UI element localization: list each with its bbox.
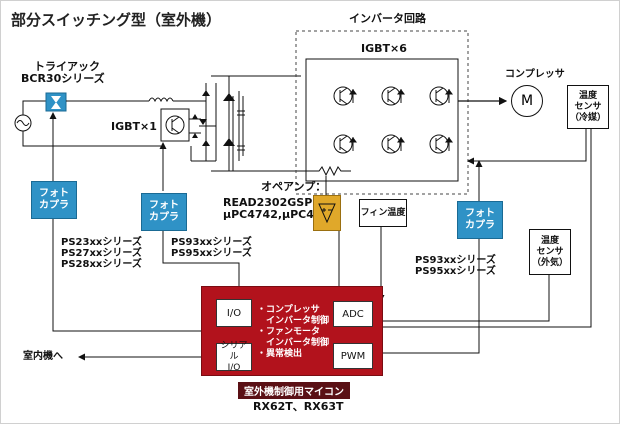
mcu-feature-item: ・異常検出 [257, 349, 303, 359]
series-right-item: PS95xxシリーズ [415, 266, 496, 277]
series-right-item: PS93xxシリーズ [415, 255, 496, 266]
opamp-part-2: μPC4742,μPC4744 [223, 208, 337, 221]
fin-temp-box: フィン温度 [359, 199, 407, 227]
series-middle-item: PS93xxシリーズ [171, 237, 252, 248]
inverter-title: インバータ回路 [349, 12, 426, 25]
inductor-icon [148, 97, 174, 103]
triac-part: BCR30シリーズ [21, 72, 105, 85]
photocoupler-middle: フォト カプラ [141, 193, 187, 231]
triac-name: トライアック [34, 60, 100, 73]
igbt1-symbol-icon [160, 108, 190, 142]
opamp-part-1: READ2302GSP [223, 196, 313, 209]
series-right: PS93xxシリーズ PS95xxシリーズ [415, 255, 496, 277]
series-left-item: PS27xxシリーズ [61, 248, 142, 259]
opamp-label: オペアンプ： [261, 180, 327, 193]
series-middle: PS93xxシリーズ PS95xxシリーズ [171, 237, 252, 259]
inverter-region [295, 30, 469, 195]
igbt6-module [305, 58, 459, 182]
photocoupler-left: フォト カプラ [31, 181, 77, 219]
mcu-feature-item: ・コンプレッサ [257, 305, 320, 315]
mcu-feature-item: インバータ制御 [257, 338, 330, 348]
series-middle-item: PS95xxシリーズ [171, 248, 252, 259]
temp-sensor-refrigerant: 温度 センサ （冷媒） [567, 85, 609, 129]
temp-sensor-outdoor: 温度 センサ （外気） [529, 229, 571, 275]
mcu-pwm: PWM [333, 343, 373, 369]
series-left: PS23xxシリーズ PS27xxシリーズ PS28xxシリーズ [61, 237, 142, 270]
diode-bridge-icon [189, 75, 301, 172]
page-title: 部分スイッチング型（室外機） [11, 11, 222, 29]
mcu-name: 室外機制御用マイコン [237, 381, 351, 400]
mcu-io: I/O [216, 299, 252, 327]
mcu-feature-item: ・ファンモータ [257, 327, 321, 337]
photocoupler-right: フォト カプラ [457, 201, 503, 239]
compressor-label: コンプレッサ [505, 69, 565, 80]
igbt1-label: IGBT×1 [111, 120, 157, 133]
mcu-feature-item: インバータ制御 [257, 316, 330, 326]
motor-icon: M [511, 85, 543, 117]
mcu-parts: RX62T、RX63T [253, 400, 344, 413]
mcu-adc: ADC [333, 301, 373, 327]
indoor-link-label: 室内機へ [23, 351, 63, 362]
shunt-resistor-icon [301, 165, 351, 177]
mcu-features: ・コンプレッサ インバータ制御 ・ファンモータ インバータ制御 ・異常検出 [257, 305, 329, 360]
series-left-item: PS23xxシリーズ [61, 237, 142, 248]
mcu-serial-io: シリアル I/O [216, 341, 252, 373]
igbt6-label: IGBT×6 [361, 42, 407, 55]
igbt6-symbols-icon [333, 86, 453, 154]
opamp-icon [313, 195, 341, 231]
series-left-item: PS28xxシリーズ [61, 259, 142, 270]
